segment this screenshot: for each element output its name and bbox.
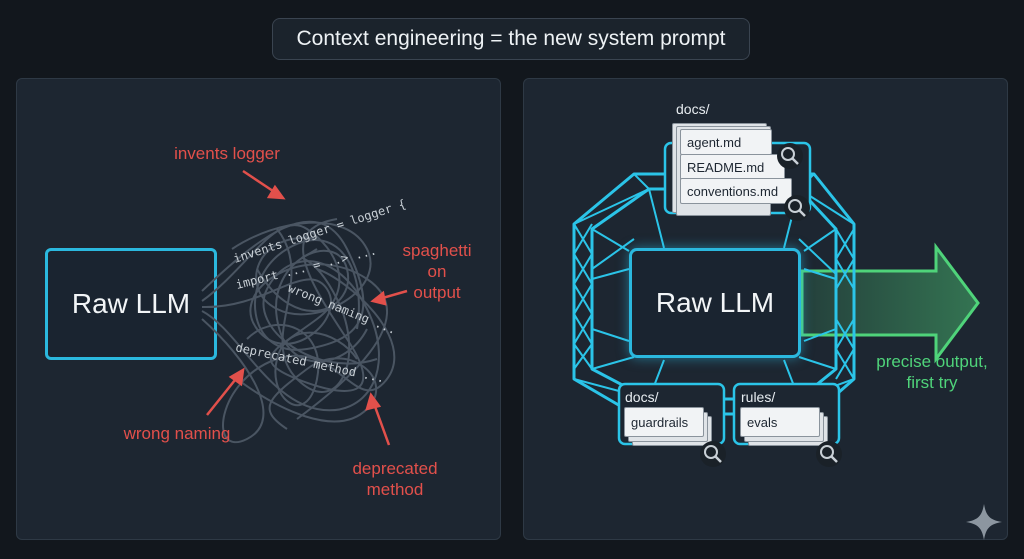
code-fragment: invents logger = logger { xyxy=(232,197,408,266)
magnifier-icon xyxy=(700,441,726,467)
spaghetti-tangle: invents logger = logger { import ... = .… xyxy=(201,169,408,446)
folder-label-rules: rules/ xyxy=(741,389,776,405)
magnifier-icon xyxy=(777,143,803,169)
file-readme-md: README.md xyxy=(680,154,785,180)
output-label: precise output, first try xyxy=(876,352,988,392)
file-conventions-md: conventions.md xyxy=(680,178,792,204)
folder-label-docs: docs/ xyxy=(676,101,710,117)
raw-llm-box: Raw LLM xyxy=(45,248,217,360)
file-evals: evals xyxy=(740,407,820,437)
raw-llm-panel: Raw LLM invents logger = logger { import… xyxy=(16,78,501,540)
annotation-spaghetti: spaghetti on output xyxy=(402,241,472,302)
file-guardrails: guardrails xyxy=(624,407,704,437)
file-agent-md: agent.md xyxy=(680,129,772,155)
raw-llm-box: Raw LLM xyxy=(629,248,801,358)
folder-label-docs: docs/ xyxy=(625,389,659,405)
output-arrow xyxy=(800,242,980,364)
magnifier-icon xyxy=(816,441,842,467)
context-engineering-panel: Raw LLM docs/ agent.md README.md convent… xyxy=(523,78,1008,540)
page-title: Context engineering = the new system pro… xyxy=(272,18,750,60)
annotation-wrong-naming: wrong naming xyxy=(123,424,231,443)
annotation-invents-logger: invents logger xyxy=(174,144,280,163)
sparkle-icon xyxy=(966,504,1002,540)
magnifier-icon xyxy=(784,195,810,221)
annotation-deprecated-method: deprecated method xyxy=(352,459,438,499)
